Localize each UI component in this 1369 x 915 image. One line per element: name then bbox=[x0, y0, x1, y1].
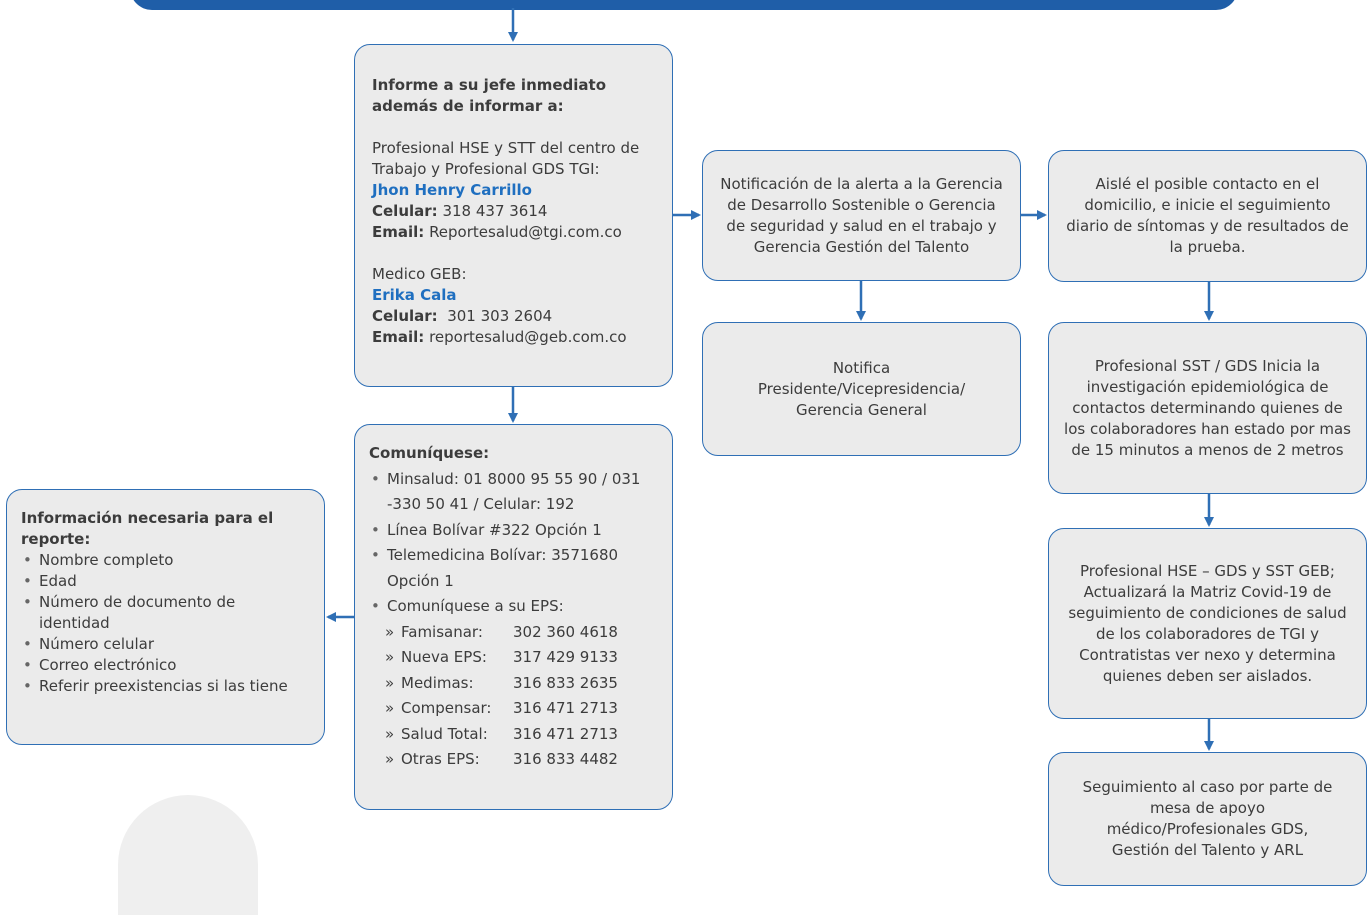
list-item: Telemedicina Bolívar: 3571680 Opción 1 bbox=[369, 543, 660, 594]
comuniquese-title: Comuníquese: bbox=[369, 444, 490, 462]
report-box-intro: Profesional HSE y STT del centro de Trab… bbox=[372, 139, 640, 178]
medico-label: Medico GEB: bbox=[372, 265, 467, 283]
eps-item: Famisanar:302 360 4618 bbox=[369, 620, 660, 646]
contact1-name: Jhon Henry Carrillo bbox=[372, 181, 532, 199]
list-item: Línea Bolívar #322 Opción 1 bbox=[369, 518, 660, 544]
list-item: Número celular bbox=[21, 634, 312, 655]
contact1-email-line: Email: Reportesalud@tgi.com.co bbox=[372, 223, 622, 241]
eps-item: Salud Total:316 471 2713 bbox=[369, 722, 660, 748]
investigation-text: Profesional SST / GDS Inicia la investig… bbox=[1064, 356, 1351, 459]
list-item: Comuníquese a su EPS: bbox=[369, 594, 660, 620]
notify-presidency-box: Notifica Presidente/Vicepresidencia/ Ger… bbox=[702, 322, 1021, 456]
report-box-title: Informe a su jefe inmediato además de in… bbox=[372, 76, 607, 115]
alert-notification-box: Notificación de la alerta a la Gerencia … bbox=[702, 150, 1021, 281]
covid-matrix-box: Profesional HSE – GDS y SST GEB; Actuali… bbox=[1048, 528, 1367, 719]
list-item: Referir preexistencias si las tiene bbox=[21, 676, 289, 697]
eps-item: Compensar:316 471 2713 bbox=[369, 696, 660, 722]
case-followup-box: Seguimiento al caso por parte de mesa de… bbox=[1048, 752, 1367, 886]
comuniquese-list: Minsalud: 01 8000 95 55 90 / 031 -330 50… bbox=[369, 467, 660, 620]
investigation-box: Profesional SST / GDS Inicia la investig… bbox=[1048, 322, 1367, 494]
eps-list: Famisanar:302 360 4618 Nueva EPS:317 429… bbox=[369, 620, 660, 773]
list-item: Correo electrónico bbox=[21, 655, 312, 676]
contact2-email-line: Email: reportesalud@geb.com.co bbox=[372, 328, 627, 346]
required-info-list: Nombre completo Edad Número de documento… bbox=[21, 550, 312, 697]
comuniquese-box: Comuníquese: Minsalud: 01 8000 95 55 90 … bbox=[354, 424, 673, 810]
eps-item: Nueva EPS:317 429 9133 bbox=[369, 645, 660, 671]
contact2-phone-line: Celular: 301 303 2604 bbox=[372, 307, 553, 325]
eps-item: Otras EPS:316 833 4482 bbox=[369, 747, 660, 773]
list-item: Nombre completo bbox=[21, 550, 312, 571]
required-info-box: Información necesaria para el reporte: N… bbox=[6, 489, 325, 745]
case-followup-text: Seguimiento al caso por parte de mesa de… bbox=[1082, 778, 1333, 859]
covid-matrix-text: Profesional HSE – GDS y SST GEB; Actuali… bbox=[1068, 561, 1347, 685]
contact1-phone-line: Celular: 318 437 3614 bbox=[372, 202, 548, 220]
required-info-title: Información necesaria para el reporte: bbox=[21, 509, 274, 548]
list-item: Edad bbox=[21, 571, 312, 592]
report-contacts-box: Informe a su jefe inmediato además de in… bbox=[354, 44, 673, 387]
alert-notification-text: Notificación de la alerta a la Gerencia … bbox=[720, 174, 1003, 256]
isolate-contact-box: Aislé el posible contacto en el domicili… bbox=[1048, 150, 1367, 282]
list-item: Minsalud: 01 8000 95 55 90 / 031 -330 50… bbox=[369, 467, 660, 518]
flow-arrows bbox=[326, 8, 1214, 751]
top-header-bar bbox=[130, 0, 1238, 10]
eps-item: Medimas:316 833 2635 bbox=[369, 671, 660, 697]
list-item: Número de documento de identidad bbox=[21, 592, 279, 634]
isolate-contact-text: Aislé el posible contacto en el domicili… bbox=[1066, 175, 1349, 256]
notify-presidency-text: Notifica Presidente/Vicepresidencia/ Ger… bbox=[757, 358, 966, 419]
contact2-name: Erika Cala bbox=[372, 286, 457, 304]
